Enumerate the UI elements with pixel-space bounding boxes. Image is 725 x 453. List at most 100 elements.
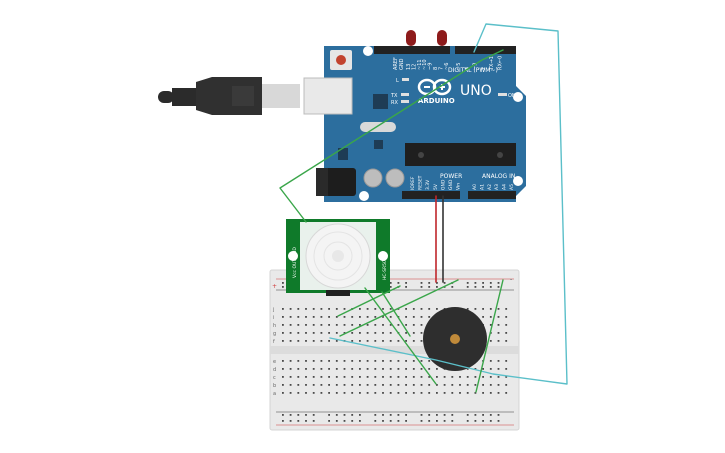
breadboard-hole[interactable] bbox=[451, 384, 454, 386]
breadboard-hole[interactable] bbox=[505, 340, 508, 342]
breadboard-hole[interactable] bbox=[312, 376, 315, 378]
breadboard-hole[interactable] bbox=[459, 384, 461, 386]
breadboard-hole[interactable] bbox=[466, 384, 469, 386]
breadboard-hole[interactable] bbox=[420, 368, 423, 370]
breadboard-hole[interactable] bbox=[497, 316, 500, 318]
breadboard-hole[interactable] bbox=[289, 308, 292, 310]
breadboard-hole[interactable] bbox=[359, 332, 361, 334]
breadboard-hole[interactable] bbox=[351, 332, 354, 334]
breadboard-hole[interactable] bbox=[497, 420, 500, 422]
breadboard-hole[interactable] bbox=[374, 360, 377, 362]
breadboard-hole[interactable] bbox=[328, 360, 330, 362]
breadboard-hole[interactable] bbox=[366, 332, 369, 334]
breadboard-hole[interactable] bbox=[405, 414, 407, 416]
breadboard-hole[interactable] bbox=[374, 316, 377, 318]
breadboard-hole[interactable] bbox=[305, 340, 307, 342]
breadboard-hole[interactable] bbox=[505, 324, 508, 326]
breadboard-hole[interactable] bbox=[282, 286, 284, 288]
breadboard-hole[interactable] bbox=[297, 332, 300, 334]
wire-bb-3[interactable] bbox=[364, 287, 437, 385]
breadboard-hole[interactable] bbox=[505, 360, 508, 362]
breadboard-hole[interactable] bbox=[382, 384, 384, 386]
breadboard-hole[interactable] bbox=[343, 368, 346, 370]
breadboard-hole[interactable] bbox=[405, 316, 407, 318]
breadboard-hole[interactable] bbox=[474, 384, 477, 386]
breadboard-hole[interactable] bbox=[366, 368, 369, 370]
breadboard-hole[interactable] bbox=[297, 340, 300, 342]
breadboard-hole[interactable] bbox=[335, 360, 338, 362]
breadboard-hole[interactable] bbox=[420, 376, 423, 378]
breadboard-hole[interactable] bbox=[489, 282, 492, 284]
breadboard-hole[interactable] bbox=[389, 376, 392, 378]
breadboard-hole[interactable] bbox=[320, 392, 323, 394]
breadboard-hole[interactable] bbox=[389, 420, 392, 422]
breadboard-hole[interactable] bbox=[305, 420, 307, 422]
breadboard-hole[interactable] bbox=[305, 308, 307, 310]
breadboard-hole[interactable] bbox=[359, 340, 361, 342]
breadboard-hole[interactable] bbox=[436, 368, 438, 370]
breadboard-hole[interactable] bbox=[389, 368, 392, 370]
breadboard-hole[interactable] bbox=[382, 340, 384, 342]
breadboard-hole[interactable] bbox=[505, 376, 508, 378]
breadboard-hole[interactable] bbox=[420, 392, 423, 394]
breadboard-hole[interactable] bbox=[374, 384, 377, 386]
breadboard-hole[interactable] bbox=[436, 376, 438, 378]
breadboard-hole[interactable] bbox=[335, 384, 338, 386]
breadboard-hole[interactable] bbox=[405, 324, 407, 326]
breadboard-hole[interactable] bbox=[351, 316, 354, 318]
breadboard-hole[interactable] bbox=[282, 414, 284, 416]
breadboard-hole[interactable] bbox=[497, 384, 500, 386]
breadboard-hole[interactable] bbox=[497, 282, 500, 284]
breadboard-hole[interactable] bbox=[289, 340, 292, 342]
breadboard-hole[interactable] bbox=[482, 392, 484, 394]
wire-pir-signal[interactable] bbox=[279, 49, 504, 223]
breadboard-hole[interactable] bbox=[482, 376, 484, 378]
breadboard-hole[interactable] bbox=[443, 282, 446, 284]
breadboard-hole[interactable] bbox=[343, 308, 346, 310]
breadboard-hole[interactable] bbox=[474, 286, 477, 288]
breadboard-hole[interactable] bbox=[489, 384, 492, 386]
breadboard-hole[interactable] bbox=[505, 332, 508, 334]
red-led-components[interactable] bbox=[406, 30, 447, 46]
breadboard-hole[interactable] bbox=[289, 316, 292, 318]
breadboard-hole[interactable] bbox=[405, 420, 407, 422]
breadboard-hole[interactable] bbox=[489, 392, 492, 394]
breadboard-hole[interactable] bbox=[497, 286, 500, 288]
breadboard-hole[interactable] bbox=[466, 420, 469, 422]
breadboard-hole[interactable] bbox=[343, 420, 346, 422]
breadboard-hole[interactable] bbox=[505, 316, 508, 318]
breadboard-hole[interactable] bbox=[397, 414, 400, 416]
breadboard-hole[interactable] bbox=[436, 384, 438, 386]
breadboard-hole[interactable] bbox=[489, 286, 492, 288]
breadboard-hole[interactable] bbox=[328, 340, 330, 342]
breadboard-hole[interactable] bbox=[328, 316, 330, 318]
breadboard-hole[interactable] bbox=[474, 392, 477, 394]
breadboard-hole[interactable] bbox=[359, 324, 361, 326]
breadboard-hole[interactable] bbox=[474, 414, 477, 416]
breadboard-hole[interactable] bbox=[335, 340, 338, 342]
breadboard-hole[interactable] bbox=[374, 308, 377, 310]
breadboard-hole[interactable] bbox=[374, 324, 377, 326]
breadboard-hole[interactable] bbox=[466, 414, 469, 416]
breadboard-hole[interactable] bbox=[312, 368, 315, 370]
breadboard-hole[interactable] bbox=[420, 282, 423, 284]
breadboard-hole[interactable] bbox=[374, 368, 377, 370]
breadboard-hole[interactable] bbox=[320, 316, 323, 318]
breadboard-hole[interactable] bbox=[466, 392, 469, 394]
breadboard-hole[interactable] bbox=[382, 324, 384, 326]
breadboard-hole[interactable] bbox=[420, 316, 423, 318]
breadboard-hole[interactable] bbox=[389, 414, 392, 416]
breadboard-hole[interactable] bbox=[497, 376, 500, 378]
breadboard-hole[interactable] bbox=[366, 316, 369, 318]
breadboard-hole[interactable] bbox=[382, 368, 384, 370]
breadboard-hole[interactable] bbox=[397, 324, 400, 326]
breadboard-hole[interactable] bbox=[359, 384, 361, 386]
breadboard-hole[interactable] bbox=[335, 308, 338, 310]
breadboard-hole[interactable] bbox=[289, 376, 292, 378]
breadboard-hole[interactable] bbox=[289, 414, 292, 416]
breadboard-hole[interactable] bbox=[412, 332, 415, 334]
breadboard-hole[interactable] bbox=[459, 392, 461, 394]
breadboard-hole[interactable] bbox=[505, 384, 508, 386]
breadboard-hole[interactable] bbox=[397, 392, 400, 394]
